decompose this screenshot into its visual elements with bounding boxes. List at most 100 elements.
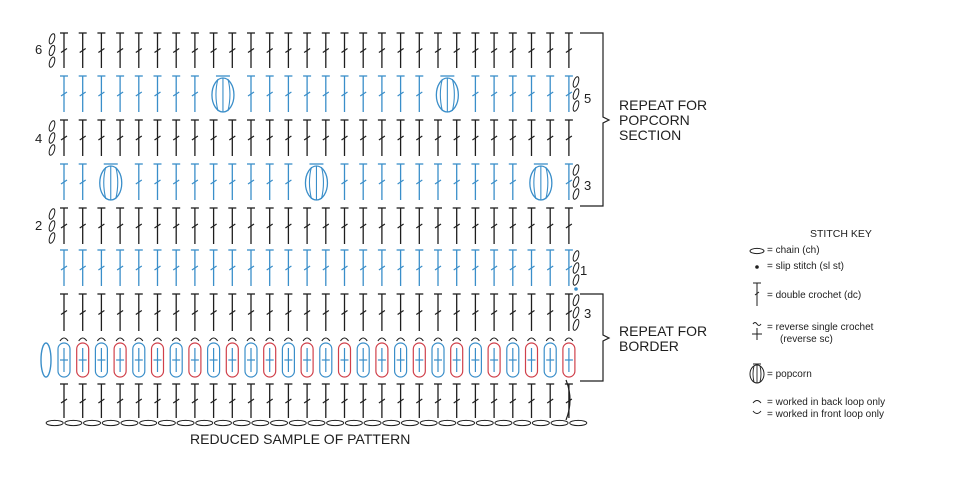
back-loop-mark (171, 337, 181, 342)
row-1-dc (415, 249, 424, 286)
key-text-front-loop: = worked in front loop only (767, 409, 885, 420)
row-foundation-dc-dc (490, 383, 499, 418)
foundation-chain (400, 419, 419, 427)
dc-stroke (210, 398, 217, 404)
row-number-border: 3 (584, 306, 592, 321)
dc-stroke (546, 265, 554, 271)
row-6-dc (265, 32, 274, 68)
foundation-chain (363, 419, 382, 427)
row-border-top-dc (359, 293, 368, 331)
foundation-chain (382, 419, 401, 427)
row-foundation-dc-dc (303, 383, 312, 418)
dc-stroke (546, 310, 554, 315)
back-loop-mark (433, 337, 443, 342)
dc-stroke (341, 310, 348, 315)
dc-stroke (266, 265, 274, 271)
row-6-dc (340, 32, 349, 68)
dc-stroke (60, 223, 68, 229)
row-6-dc (97, 32, 106, 68)
dc-stroke (490, 135, 498, 141)
row-3-dc (265, 163, 274, 200)
border-loop (319, 342, 333, 378)
turning-chain-border (572, 318, 580, 331)
border-loop (225, 342, 239, 378)
row-6-dc (415, 32, 424, 68)
row-3-dc (190, 163, 199, 200)
dc-stroke (453, 223, 461, 229)
dc-stroke (98, 91, 105, 97)
turning-chain-row-5 (572, 100, 580, 112)
turning-chain-row-1 (572, 262, 580, 274)
row-number-3: 3 (584, 178, 592, 193)
dc-stroke (472, 135, 479, 141)
row-3-dc (452, 163, 461, 200)
dc-stroke (322, 48, 330, 53)
dc-stroke (453, 135, 461, 141)
row-border-top-dc (172, 293, 181, 331)
popcorn-r5-a-left (215, 78, 219, 112)
back-loop-mark (283, 337, 293, 342)
dc-stroke (79, 91, 87, 97)
dc-stroke (98, 48, 105, 53)
turning-chain-row-6 (48, 56, 56, 68)
row-5-dc (490, 75, 499, 112)
dc-stroke (565, 91, 573, 97)
dc-stroke (98, 398, 105, 404)
dc-stroke (228, 223, 236, 229)
dc-stroke (472, 398, 479, 404)
repeat-border-label: REPEAT FOR BORDER (619, 324, 707, 354)
dc-stroke (378, 310, 386, 315)
row-2-dc (434, 207, 442, 244)
row-number-4: 4 (35, 131, 43, 146)
turning-chain-row-5 (572, 76, 580, 88)
repeat-popcorn-label: REPEAT FOR POPCORN SECTION (619, 98, 707, 143)
dc-stroke (135, 398, 143, 404)
dc-stroke (285, 135, 292, 141)
dc-stroke (415, 398, 423, 404)
row-6-dc (116, 32, 125, 68)
row-1-dc (209, 249, 218, 286)
dc-stroke (565, 135, 573, 141)
row-3-dc (60, 163, 68, 200)
dc-stroke (172, 223, 180, 229)
dc-stroke (60, 135, 68, 141)
row-5-dc (321, 75, 330, 112)
row-2-dc (452, 207, 461, 244)
dc-stroke (565, 398, 573, 404)
dc-stroke (266, 398, 274, 404)
key-text-chain: = chain (ch) (767, 245, 820, 256)
border-loop (76, 342, 90, 378)
dc-stroke (397, 135, 404, 141)
dc-stroke (154, 265, 161, 271)
row-5-dc (190, 75, 199, 112)
foundation-chain (45, 419, 64, 427)
back-loop-mark (78, 337, 88, 342)
dc-stroke (565, 48, 573, 53)
key-text-popcorn: = popcorn (767, 369, 812, 380)
chain-icon (749, 247, 765, 255)
foundation-chain (251, 419, 270, 427)
dc-stroke (172, 48, 180, 53)
row-1-dc (153, 249, 162, 286)
row-4-dc (508, 119, 517, 156)
dc-stroke (490, 223, 498, 229)
dc-stroke (434, 48, 442, 53)
dc-stroke (565, 179, 573, 185)
dc-stroke (341, 179, 348, 185)
row-number-2: 2 (35, 218, 43, 233)
row-6-dc (490, 32, 499, 68)
dc-stroke (415, 135, 423, 141)
row-4-dc (546, 119, 555, 156)
dc-stroke (359, 223, 367, 229)
row-foundation-dc-dc (228, 383, 237, 418)
turning-chain-row-2 (48, 232, 56, 244)
row-1-dc (527, 249, 536, 286)
dc-stroke (509, 91, 517, 97)
foundation-chain (213, 419, 232, 427)
dc-stroke (60, 265, 68, 271)
back-loop-mark (190, 337, 200, 342)
back-loop-mark (489, 337, 499, 342)
dc-stroke (228, 179, 236, 185)
dc-stroke (341, 48, 348, 53)
row-border-top-dc (303, 293, 312, 331)
